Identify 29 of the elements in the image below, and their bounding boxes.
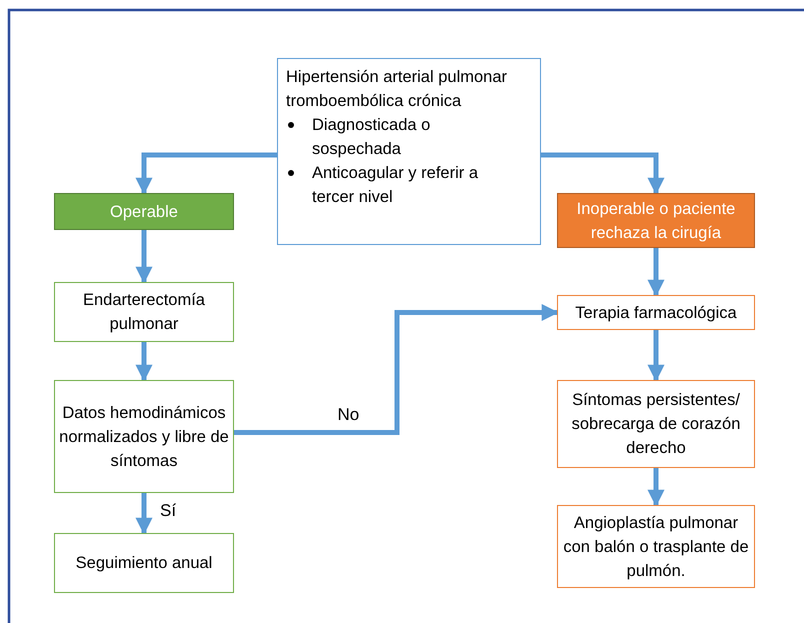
box-text: Operable — [110, 202, 178, 222]
arrow — [136, 230, 152, 284]
box-text: Endarterectomía pulmonar — [82, 290, 206, 335]
arrow — [136, 152, 277, 195]
arrow — [136, 342, 152, 382]
arrow — [136, 493, 152, 535]
box-text: Datos hemodinámicos normalizados y libre de síntomas — [59, 402, 229, 472]
process-box — [557, 380, 755, 468]
arrow — [541, 152, 664, 195]
process-box — [54, 282, 234, 342]
arrow — [648, 330, 664, 382]
box-heading: Hipertensión arterial pulmonar tromboembólica crónica — [286, 67, 508, 112]
box-text: Angioplastía pulmonar con balón o trasplante de pulmón. — [562, 512, 750, 582]
box-text: Terapia farmacológica — [575, 302, 737, 324]
arrow — [234, 304, 559, 435]
decision-box — [557, 193, 755, 248]
box-text: Inoperable o paciente rechaza la cirugía — [576, 198, 736, 244]
decision-box — [54, 193, 234, 230]
start-box — [277, 58, 541, 245]
process-box — [557, 295, 755, 330]
process-box — [54, 533, 234, 593]
box-text: Síntomas persistentes/ sobrecarga de corazón derecho — [570, 390, 742, 459]
arrow — [648, 248, 664, 297]
process-box — [557, 505, 755, 588]
arrow — [648, 468, 664, 507]
bullet-text: Anticoagular y referir a tercer nivel — [312, 163, 479, 208]
box-text: Seguimiento anual — [76, 553, 212, 574]
bullet-text: Diagnosticada o sospechada — [312, 115, 432, 160]
process-box — [54, 380, 234, 493]
